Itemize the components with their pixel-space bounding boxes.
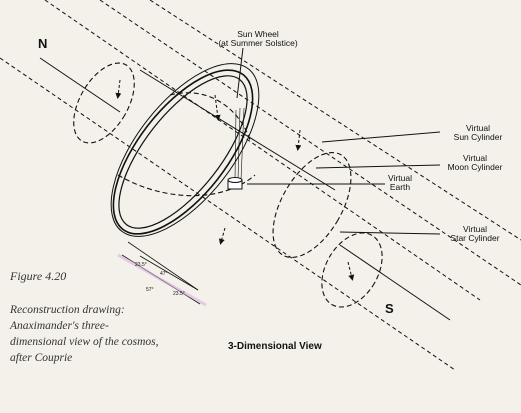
moon-cylinder-label-2: Moon Cylinder	[448, 162, 503, 172]
highlight-mark	[117, 253, 207, 307]
angle-label-d: 23.5°	[173, 291, 185, 297]
sun-cylinder-label-2: Sun Cylinder	[454, 132, 503, 142]
leader-lines	[236, 47, 441, 235]
north-label: N	[38, 36, 47, 51]
moon-cylinder	[117, 92, 383, 308]
sun-wheel-label-2: (at Summer Solstice)	[218, 38, 298, 48]
figure-caption: Reconstruction drawing: Anaximander's th…	[10, 304, 159, 364]
figure-number: Figure 4.20	[10, 269, 67, 283]
sun-wheel-label-1: Sun Wheel	[237, 29, 279, 39]
earth-label-1: Virtual	[388, 173, 412, 183]
star-cylinder-label-1: Virtual	[463, 224, 487, 234]
view-title: 3-Dimensional View	[228, 341, 322, 352]
rotation-arrows	[115, 79, 355, 281]
south-label: S	[385, 301, 394, 316]
moon-cylinder-label-1: Virtual	[463, 153, 487, 163]
angle-label-c: 57°	[146, 287, 154, 293]
star-cylinder-label-2: Star Cylinder	[450, 233, 499, 243]
north-cap-ellipse	[73, 62, 135, 144]
earth-drum	[227, 177, 243, 190]
axis-lines	[39, 57, 451, 321]
sun-wheel	[110, 63, 260, 237]
angle-label-a: 23.5°	[135, 262, 147, 268]
angle-label-b: 47°	[160, 271, 168, 277]
earth-label-2: Earth	[390, 182, 411, 192]
sun-cylinder-label-1: Virtual	[466, 123, 490, 133]
sun-rays	[234, 107, 245, 181]
